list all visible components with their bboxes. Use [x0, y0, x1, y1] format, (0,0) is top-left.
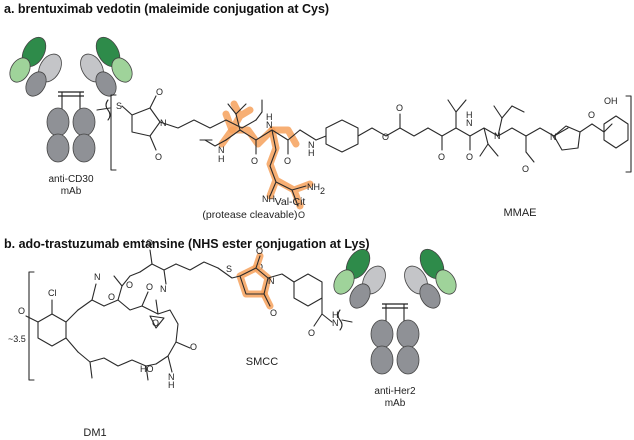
atom-n-a2: N: [218, 145, 225, 155]
atom-o-a1: O: [156, 87, 163, 97]
atom-n-a1: N: [160, 118, 167, 128]
panel-a-title: a. brentuximab vedotin (maleimide conjug…: [4, 2, 330, 16]
antibody-anti-cd30: [9, 36, 133, 163]
atom-o-a8: O: [438, 152, 445, 162]
atom-h-a3: H: [266, 112, 273, 122]
mmae-label: MMAE: [504, 207, 537, 219]
bracket-left-a: [110, 94, 117, 171]
atom-h-a2: H: [218, 154, 225, 164]
bracket-left-b: [28, 271, 35, 381]
atom-o-b5: O: [190, 342, 197, 352]
atom-nh-a: NH: [262, 194, 275, 204]
val-cit-dipeptide: [199, 99, 307, 207]
atom-o-b9: O: [256, 246, 263, 256]
dar-label: ~3.5: [8, 334, 26, 344]
dm1-label: DM1: [83, 427, 106, 439]
atom-o-a3: O: [251, 156, 258, 166]
atom-n-a5: N: [466, 118, 473, 128]
atom-o-a2: O: [155, 152, 162, 162]
atom-o-a4: O: [284, 156, 291, 166]
atom-n-a7: N: [550, 132, 557, 142]
anti-cd30-mab-label: mAb: [61, 186, 82, 197]
atom-h-a5: H: [466, 110, 473, 120]
atom-n-a4: N: [308, 140, 315, 150]
atom-n-b2: N: [168, 372, 175, 382]
pab-spacer: [299, 113, 429, 153]
dm1-payload: [25, 249, 219, 381]
atom-n-b4: N: [268, 276, 275, 286]
atom-o-a10: O: [522, 164, 529, 174]
atom-cl-b: Cl: [48, 288, 57, 298]
atom-o-b6: O: [146, 238, 153, 248]
antibody-anti-her2: [333, 248, 457, 375]
atom-nh2-sub: 2: [320, 186, 325, 196]
atom-o-b11: O: [308, 328, 315, 338]
atom-h-b2: H: [168, 380, 175, 390]
atom-o-a11: O: [588, 110, 595, 120]
panel-b-title: b. ado-trastuzumab emtansine (NHS ester …: [4, 237, 370, 251]
atom-s-b: S: [226, 264, 232, 274]
atom-o-b7: O: [126, 280, 133, 290]
anti-her2-label: anti-Her2: [374, 386, 416, 397]
protease-cleavable-label: (protease cleavable): [202, 209, 297, 221]
atom-h-b5: H: [332, 310, 339, 320]
atom-o-a6: O: [382, 132, 389, 142]
atom-ho-b: HO: [140, 364, 154, 374]
atom-n-b5: N: [332, 318, 339, 328]
atom-o-b4: O: [152, 318, 159, 328]
atom-o-a9: O: [466, 152, 473, 162]
atom-n-a6: N: [494, 131, 501, 141]
atom-nh2-a: NH: [307, 182, 320, 192]
atom-o-b1: O: [18, 306, 25, 316]
anti-cd30-label: anti-CD30: [48, 174, 93, 185]
atom-s-a: S: [116, 101, 122, 111]
mmae-phenyl: [603, 115, 629, 149]
atom-n-a3: N: [266, 120, 273, 130]
atom-o-b2: O: [108, 292, 115, 302]
atom-o-a7: O: [396, 103, 403, 113]
atom-n-b3: N: [160, 284, 167, 294]
atom-n-b1: N: [94, 272, 101, 282]
smcc-linker: [217, 255, 333, 327]
atom-o-b3: O: [146, 282, 153, 292]
anti-her2-mab-label: mAb: [385, 398, 406, 409]
bracket-right-a: [625, 95, 632, 173]
wavy-bond-a: [105, 99, 111, 121]
smcc-highlight: [236, 252, 274, 310]
atom-o-a5: O: [298, 210, 305, 220]
atom-oh-a: OH: [604, 96, 618, 106]
wavy-bond-b: [337, 309, 343, 331]
mmae-payload: [427, 99, 613, 163]
atom-h-a4: H: [308, 148, 315, 158]
maleimide-linker-a: [121, 95, 257, 151]
atom-o-b10: O: [270, 308, 277, 318]
smcc-label: SMCC: [246, 356, 278, 368]
val-cit-label: Val-Cit: [275, 196, 306, 208]
